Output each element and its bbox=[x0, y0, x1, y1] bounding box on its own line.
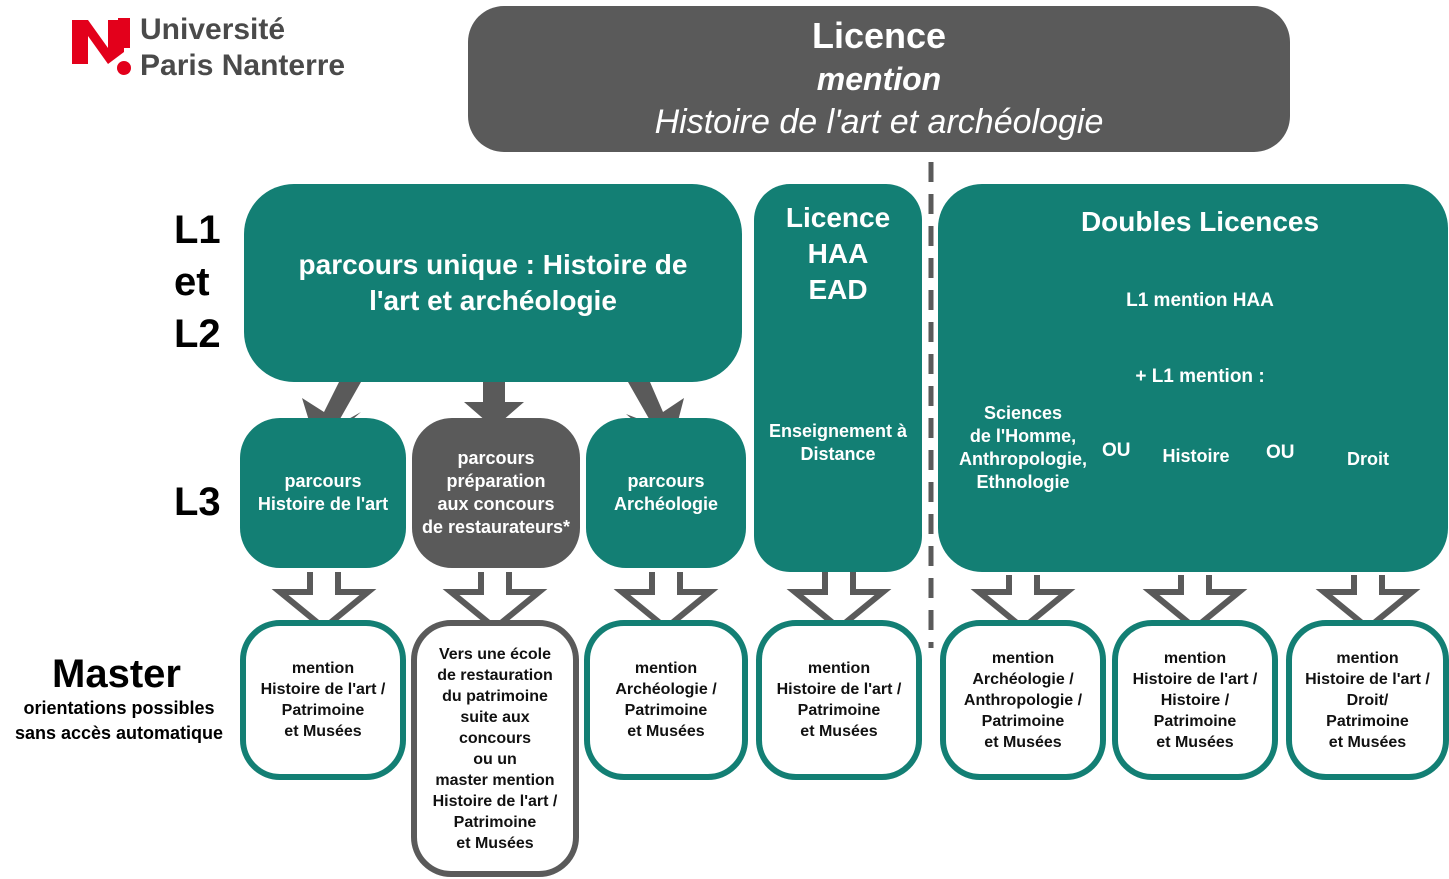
title-line-1: Licence bbox=[811, 15, 947, 56]
licence-ead-title: Licence HAA EAD bbox=[785, 202, 891, 305]
master-box: mention Histoire de l'art / Patrimoine e… bbox=[756, 620, 922, 780]
master-box: mention Archéologie / Anthropologie / Pa… bbox=[940, 620, 1106, 780]
doubles-l1-haa: L1 mention HAA bbox=[1126, 290, 1274, 311]
title-line-3: Histoire de l'art et archéologie bbox=[654, 103, 1104, 141]
doubles-or-1: OU bbox=[1102, 440, 1131, 461]
parcours-archeologie-box: parcours Archéologie bbox=[586, 418, 746, 568]
master-box: Vers une école de restauration du patrim… bbox=[411, 620, 579, 877]
doubles-option-histoire: Histoire bbox=[1162, 446, 1230, 466]
master-box: mention Histoire de l'art / Patrimoine e… bbox=[240, 620, 406, 780]
level-label-l1-l2: L1 et L2 bbox=[174, 208, 221, 356]
parcours-histoire-box: parcours Histoire de l'art bbox=[240, 418, 406, 568]
doubles-licences-title: Doubles Licences bbox=[1080, 206, 1320, 237]
level-label-master: Master bbox=[52, 652, 181, 696]
licence-ead-box: Licence HAA EAD Enseignement à Distance bbox=[754, 184, 922, 572]
logo-mark-icon bbox=[72, 18, 131, 75]
parcours-restaurateurs-box: parcours préparation aux concours de res… bbox=[412, 418, 580, 568]
doubles-option-droit: Droit bbox=[1347, 449, 1389, 469]
master-box: mention Archéologie / Patrimoine et Musé… bbox=[584, 620, 748, 780]
master-box: mention Histoire de l'art / Histoire / P… bbox=[1112, 620, 1278, 780]
doubles-licences-box: Doubles Licences L1 mention HAA + L1 men… bbox=[938, 184, 1448, 572]
level-label-l3: L3 bbox=[174, 480, 221, 524]
master-box: mention Histoire de l'art / Droit/ Patri… bbox=[1286, 620, 1449, 780]
master-note: orientations possibles sans accès automa… bbox=[14, 698, 224, 743]
logo-text: Université Paris Nanterre bbox=[140, 13, 346, 82]
title-line-2: mention bbox=[816, 61, 942, 97]
doubles-option-sciences: Sciences de l'Homme, Anthropologie, Ethn… bbox=[959, 403, 1087, 492]
doubles-plus-l1: + L1 mention : bbox=[1135, 366, 1265, 387]
doubles-or-2: OU bbox=[1266, 442, 1295, 463]
arrow-down-icon bbox=[464, 380, 524, 428]
page-title: Licence mention Histoire de l'art et arc… bbox=[468, 6, 1290, 152]
licence-ead-subtitle: Enseignement à Distance bbox=[768, 421, 908, 464]
parcours-unique-box: parcours unique : Histoire de l'art et a… bbox=[244, 184, 742, 382]
